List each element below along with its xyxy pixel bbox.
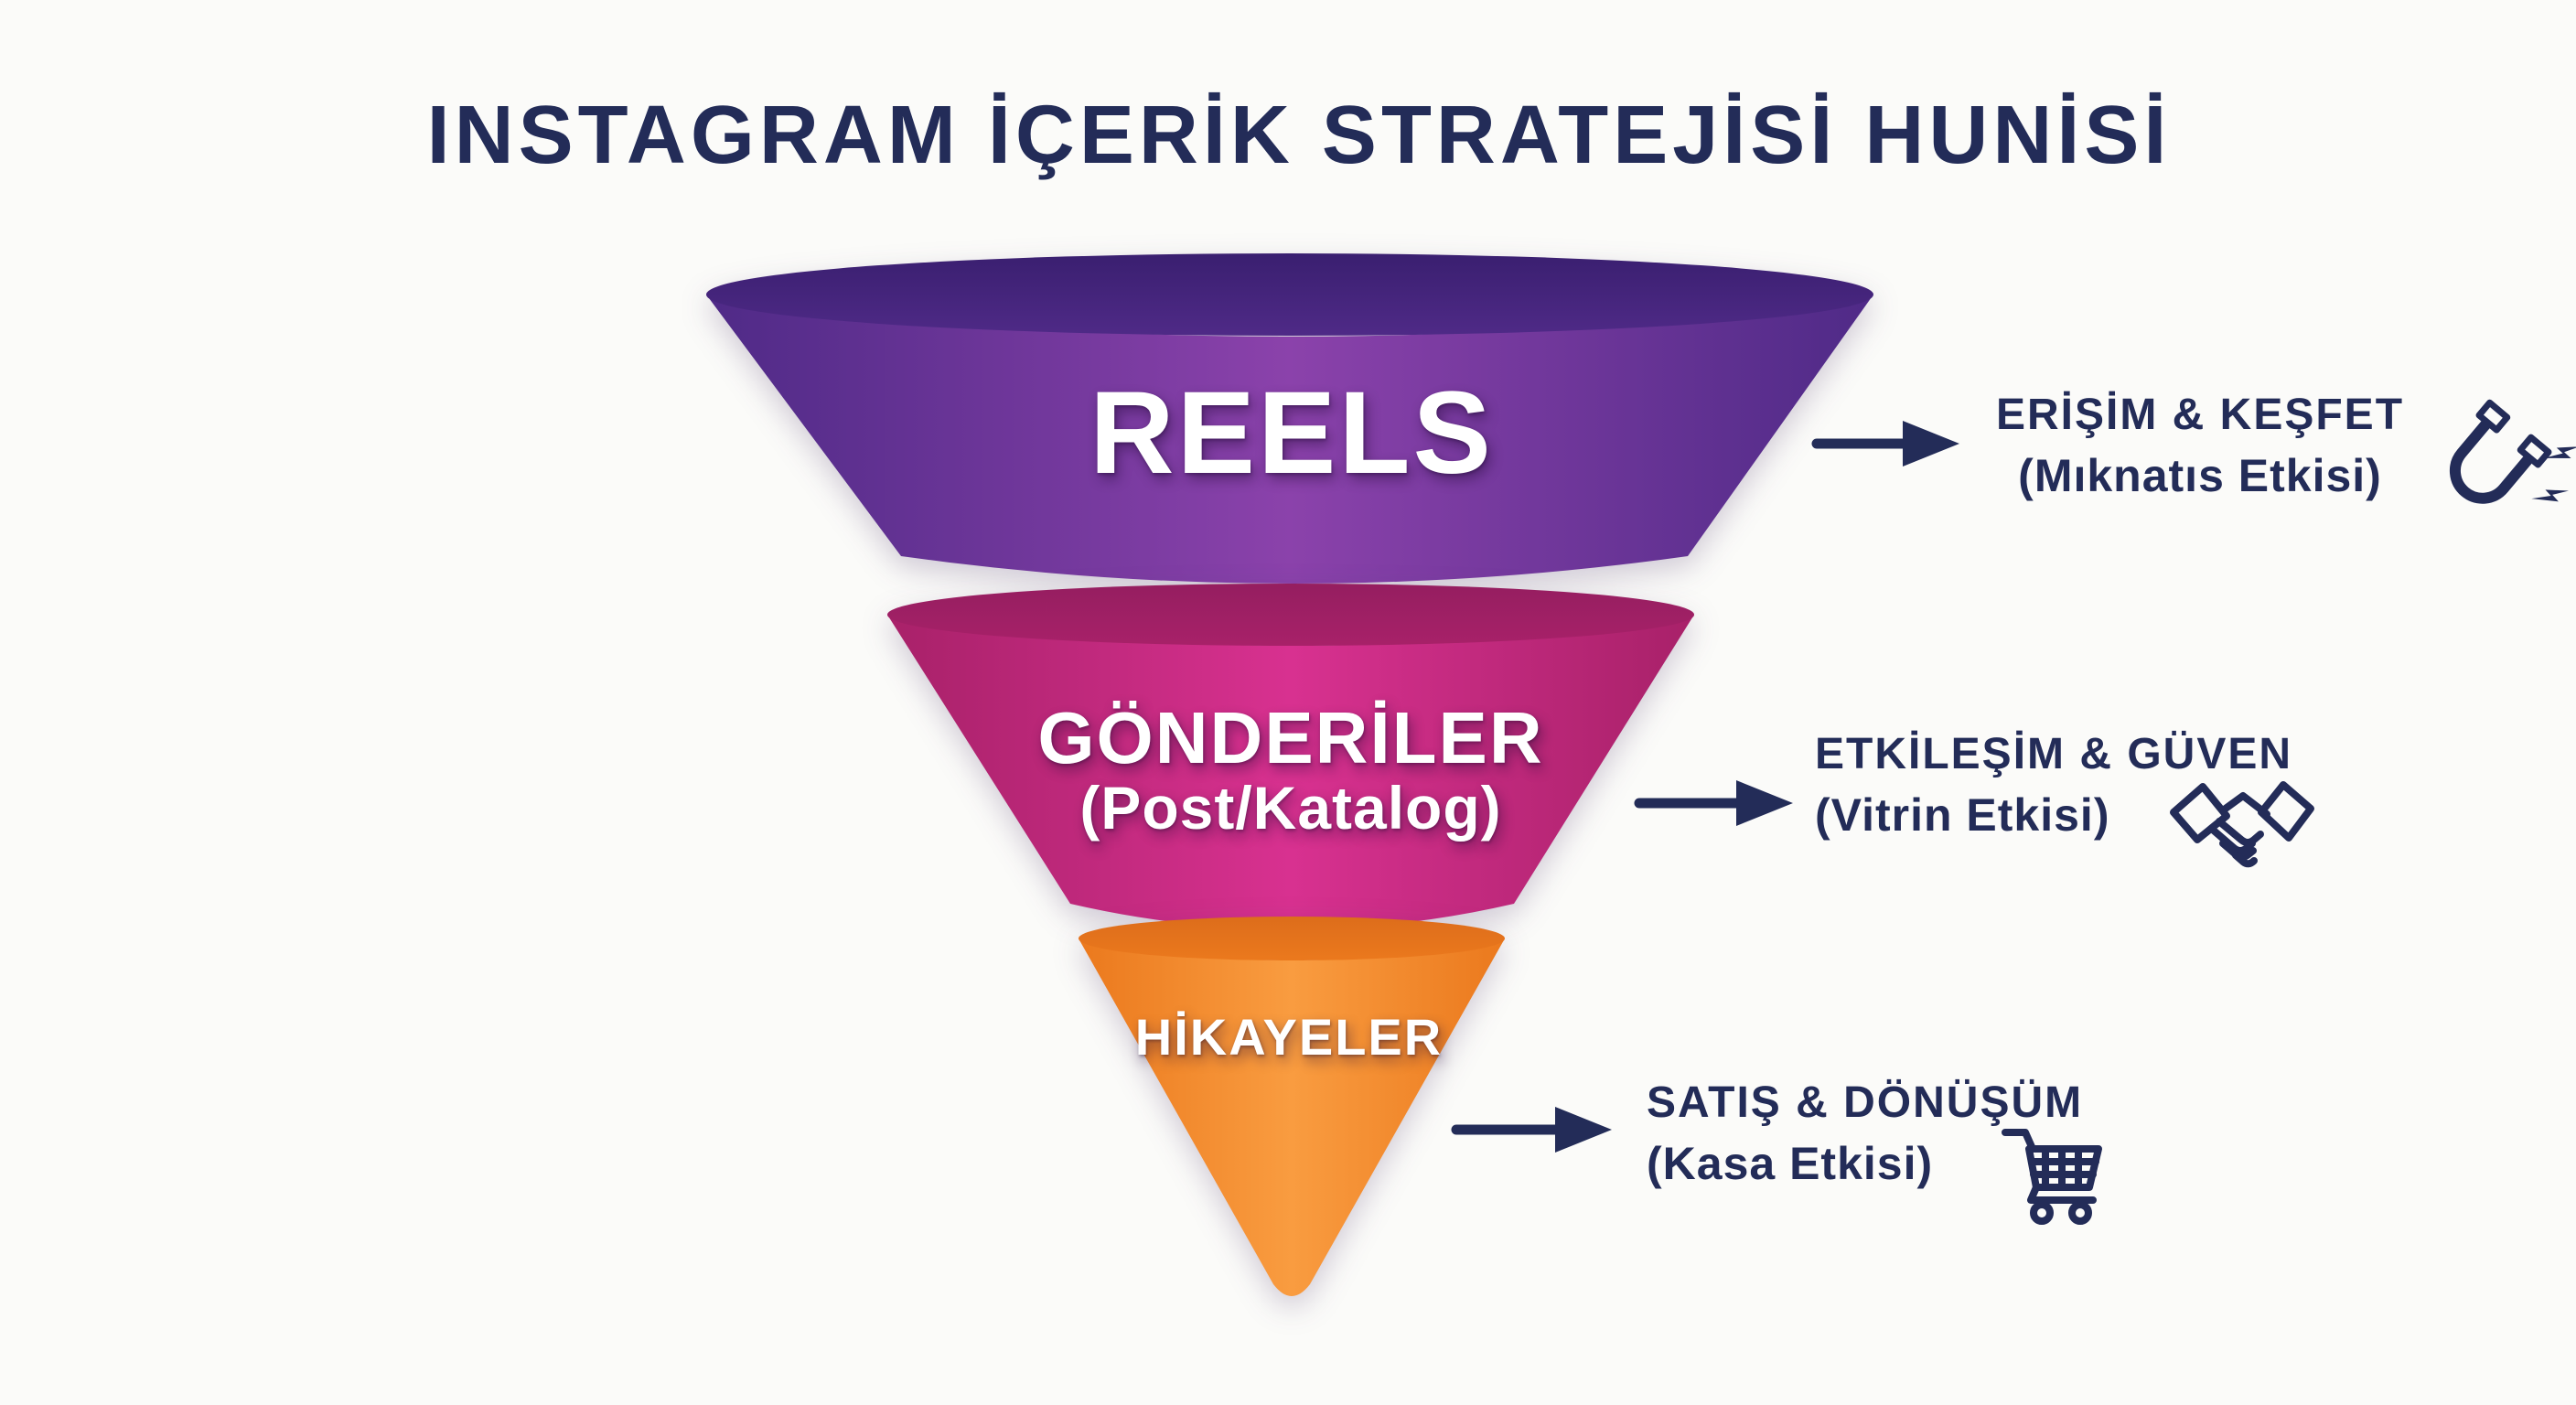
cart-icon <box>2002 1129 2102 1225</box>
annotation-reels-heading: ERİŞİM & KEŞFET <box>1995 391 2405 439</box>
stage-label-gonderiler: GÖNDERİLER <box>1037 697 1544 778</box>
annotation-reels: ERİŞİM & KEŞFET (Mıknatıs Etkisi) <box>1939 385 2461 506</box>
funnel-stage-gonderiler-shape <box>887 584 1694 929</box>
page-title: INSTAGRAM İÇERİK STRATEJİSİ HUNİSİ <box>426 90 2172 181</box>
arrow-reels <box>1811 421 1959 467</box>
handshake-icon <box>2170 781 2314 868</box>
annotation-arrows <box>1451 421 1959 1153</box>
annotation-reels-subtext: (Mıknatıs Etkisi) <box>2018 450 2382 501</box>
annotation-hikayeler: SATIŞ & DÖNÜŞÜM (Kasa Etkisi) <box>1647 1073 2083 1194</box>
annotation-gonderiler-subtext: (Vitrin Etkisi) <box>1815 789 2110 841</box>
stage-label-hikayeler: HİKAYELER <box>1134 1008 1444 1066</box>
arrow-hikayeler <box>1451 1107 1612 1153</box>
annotation-hikayeler-subtext: (Kasa Etkisi) <box>1647 1138 1934 1189</box>
annotation-hikayeler-heading: SATIŞ & DÖNÜŞÜM <box>1647 1078 2084 1127</box>
stage-label-reels: REELS <box>1089 368 1494 499</box>
annotation-gonderiler-heading: ETKİLEŞİM & GÜVEN <box>1815 730 2293 778</box>
magnet-icon <box>2449 399 2576 504</box>
funnel-stage-hikayeler-shape <box>1079 917 1505 1296</box>
stage-sublabel-postkatalog: (Post/Katalog) <box>1079 774 1502 842</box>
arrow-gonderiler <box>1634 780 1793 826</box>
annotation-gonderiler: ETKİLEŞİM & GÜVEN (Vitrin Etkisi) <box>1815 724 2292 845</box>
funnel-stage-reels-shape <box>706 253 1873 584</box>
